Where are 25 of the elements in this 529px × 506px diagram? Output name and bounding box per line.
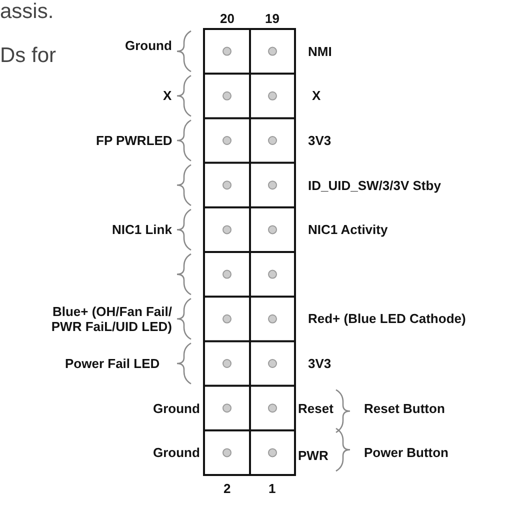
pin-label: X xyxy=(312,88,321,104)
pin-label: Power Fail LED xyxy=(65,356,160,371)
pin-number: 1 xyxy=(268,480,276,496)
pin-label: NIC1 Activity xyxy=(308,222,388,238)
pin-label: Red+ (Blue LED Cathode) xyxy=(308,311,466,326)
body-text: Ds for xyxy=(0,44,56,68)
pin-label: Blue+ (OH/Fan Fail/ PWR FaiL/UID LED) xyxy=(50,304,172,334)
pin-label: FP PWRLED xyxy=(96,133,172,148)
pin-label: PWR xyxy=(298,448,328,464)
pin-label: NMI xyxy=(308,44,332,59)
pin-label: X xyxy=(163,88,172,104)
body-text: assis. xyxy=(0,0,54,24)
pin-label: Reset Button xyxy=(364,400,445,416)
pin-number: 2 xyxy=(224,480,231,496)
pin-label: Power Button xyxy=(364,445,448,460)
pin-label: Ground xyxy=(153,400,200,416)
pin-label: NIC1 Link xyxy=(112,222,172,238)
pin-number: 19 xyxy=(265,10,280,26)
pin-label: 3V3 xyxy=(308,133,332,148)
pin-number: 20 xyxy=(220,10,234,26)
pin-label: 3V3 xyxy=(308,356,332,371)
pin-label: Ground xyxy=(125,38,172,53)
pin-label: Ground xyxy=(153,445,200,460)
pin-label: Reset xyxy=(298,400,334,416)
pin-label: ID_UID_SW/3/3V Stby xyxy=(308,178,441,193)
